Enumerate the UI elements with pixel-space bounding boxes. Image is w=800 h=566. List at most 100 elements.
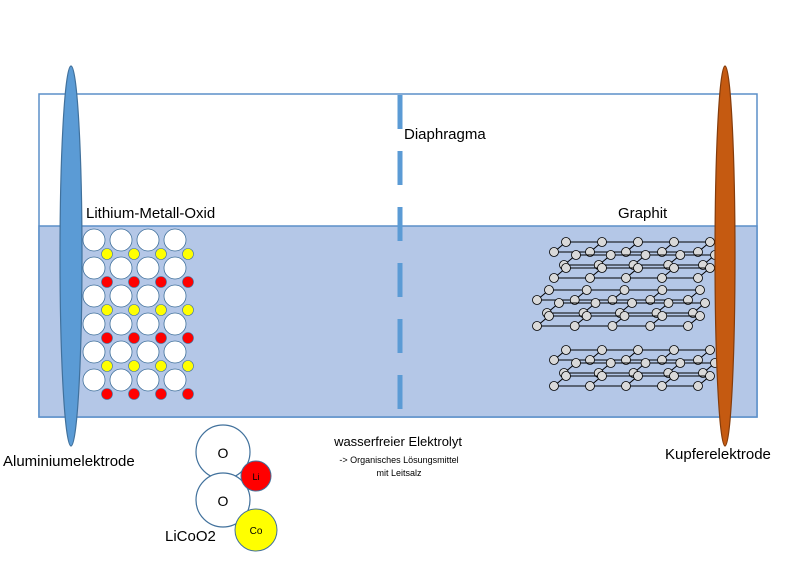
lithium-atom (240, 460, 272, 492)
cobalt-lattice-atom (182, 360, 194, 372)
cobalt-lattice-atom (182, 248, 194, 260)
carbon-atom (657, 273, 667, 283)
carbon-atom (561, 371, 571, 381)
carbon-atom (669, 263, 679, 273)
carbon-atom (657, 381, 667, 391)
carbon-atom (657, 285, 668, 295)
licoo2-molecule: O O Li Co (195, 424, 278, 552)
carbon-atom (532, 321, 542, 331)
carbon-atom (549, 381, 559, 391)
carbon-atom (569, 321, 580, 331)
carbon-atom (544, 311, 554, 321)
carbon-atom (621, 355, 631, 365)
oxygen-lattice-atom (163, 284, 187, 308)
cobalt-lattice-atom (155, 360, 167, 372)
oxygen-lattice-atom (109, 312, 133, 336)
carbon-atom (693, 247, 703, 257)
carbon-atom (705, 345, 715, 355)
carbon-atom (605, 358, 616, 368)
carbon-atom (640, 250, 651, 260)
carbon-atom (645, 295, 656, 305)
diaphragma-label: Diaphragma (404, 126, 486, 143)
lithium-lattice-atom (101, 388, 113, 400)
carbon-atom (683, 321, 693, 331)
carbon-atom (585, 247, 595, 257)
carbon-atom (693, 273, 703, 283)
carbon-atom (621, 381, 631, 391)
oxygen-lattice-atom (82, 312, 106, 336)
lithium-lattice-atom (128, 388, 140, 400)
carbon-atom (669, 371, 679, 381)
carbon-atom (705, 371, 715, 381)
carbon-atom (544, 285, 554, 295)
carbon-atom (569, 295, 580, 305)
cobalt-lattice-atom (101, 304, 113, 316)
oxygen-symbol-top: O (218, 445, 229, 461)
oxygen-lattice-atom (136, 256, 160, 280)
carbon-atom (705, 237, 715, 247)
carbon-atom (597, 371, 607, 381)
lithium-lattice-atom (155, 332, 167, 344)
lithium-symbol: Li (252, 472, 259, 482)
oxygen-symbol-bottom: O (218, 493, 229, 509)
carbon-atom (695, 311, 705, 321)
lithium-lattice-atom (101, 332, 113, 344)
oxygen-lattice-atom (136, 340, 160, 364)
oxygen-lattice-atom (109, 340, 133, 364)
carbon-atom (633, 371, 643, 381)
graphite-layer-structure (532, 237, 720, 391)
carbon-atom (663, 298, 674, 308)
lithium-lattice-atom (101, 276, 113, 288)
carbon-atom (581, 285, 592, 295)
carbon-atom (585, 355, 595, 365)
oxygen-lattice-atom (163, 256, 187, 280)
carbon-atom (532, 295, 542, 305)
carbon-atom (705, 263, 715, 273)
lithium-lattice-atom (155, 388, 167, 400)
oxygen-lattice-atom (109, 228, 133, 252)
oxygen-lattice-atom (82, 368, 106, 392)
cobalt-lattice-atom (101, 360, 113, 372)
cobalt-lattice-atom (155, 248, 167, 260)
graphite-sheet (549, 263, 715, 283)
carbon-atom (549, 247, 559, 257)
lithium-lattice-atom (128, 276, 140, 288)
anode-material-label: Graphit (618, 205, 668, 222)
carbon-atom (633, 345, 643, 355)
oxygen-lattice-atom (163, 228, 187, 252)
carbon-atom (571, 250, 581, 260)
cobalt-symbol: Co (250, 526, 263, 537)
graphite-sheet (549, 371, 715, 391)
oxygen-atom-bottom (195, 472, 251, 528)
lithium-cobalt-oxide-lattice (82, 228, 194, 400)
oxygen-lattice-atom (109, 284, 133, 308)
carbon-atom (627, 298, 637, 308)
carbon-atom (621, 273, 631, 283)
lithium-lattice-atom (182, 332, 194, 344)
lithium-lattice-atom (128, 332, 140, 344)
carbon-atom (585, 381, 595, 391)
carbon-atom (549, 273, 559, 283)
cobalt-lattice-atom (128, 248, 140, 260)
carbon-atom (561, 345, 571, 355)
carbon-atom (700, 298, 710, 308)
oxygen-lattice-atom (82, 228, 106, 252)
carbon-atom (571, 358, 581, 368)
carbon-atom (683, 295, 693, 305)
cathode-material-label: Lithium-Metall-Oxid (86, 205, 215, 222)
carbon-atom (675, 250, 686, 260)
cobalt-lattice-atom (101, 248, 113, 260)
carbon-atom (581, 311, 592, 321)
oxygen-lattice-atom (136, 312, 160, 336)
lithium-lattice-atom (155, 276, 167, 288)
oxygen-lattice-atom (136, 368, 160, 392)
oxygen-lattice-atom (163, 340, 187, 364)
cobalt-lattice-atom (182, 304, 194, 316)
oxygen-lattice-atom (163, 368, 187, 392)
carbon-atom (607, 295, 618, 305)
carbon-atom (633, 263, 643, 273)
carbon-atom (621, 247, 631, 257)
oxygen-lattice-atom (109, 256, 133, 280)
carbon-atom (640, 358, 651, 368)
